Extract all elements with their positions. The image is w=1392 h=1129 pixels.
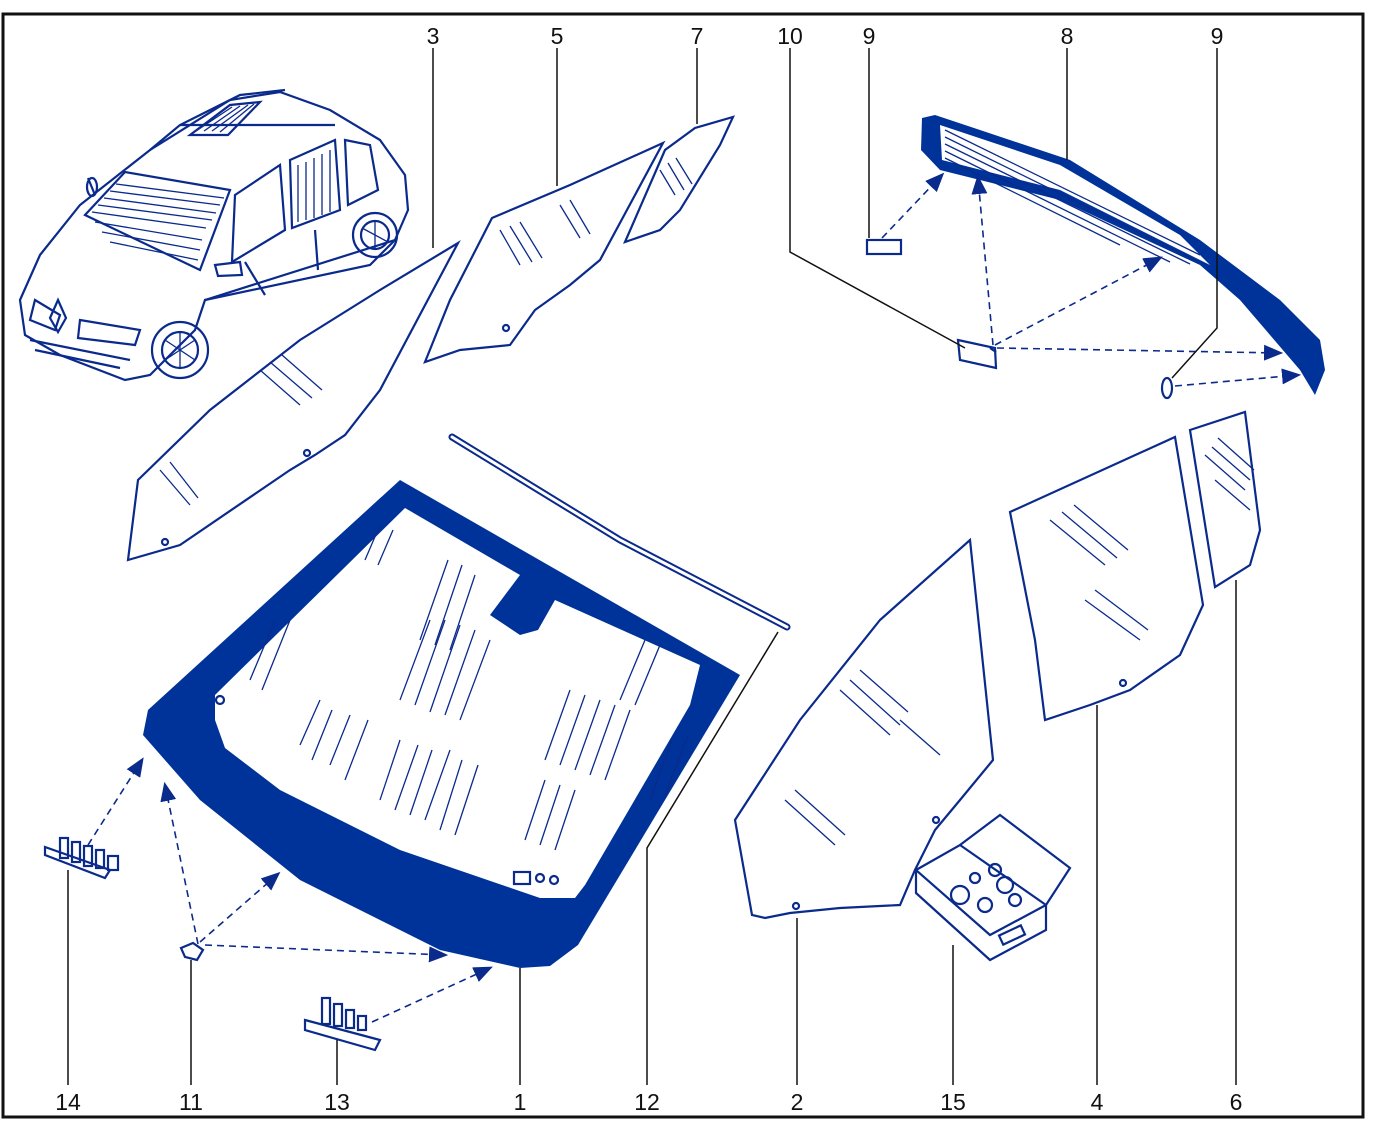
callout-9-left: 9	[863, 23, 876, 49]
callout-labels-top: 3 5 7 10 9 8 9	[427, 23, 1224, 49]
callout-2: 2	[791, 1089, 804, 1115]
callout-14: 14	[55, 1089, 81, 1115]
leader-lines	[67, 48, 1237, 1085]
callout-7: 7	[691, 23, 704, 49]
car-illustration	[18, 88, 410, 382]
part-8-rear-screen	[921, 115, 1325, 395]
part-1-windscreen	[143, 480, 740, 968]
callout-8: 8	[1061, 23, 1074, 49]
part-2-glass	[733, 537, 995, 920]
part-9-pad-right	[1160, 376, 1174, 400]
part-5-glass	[423, 140, 666, 364]
assembly-arrows	[87, 172, 1302, 1023]
callout-3: 3	[427, 23, 440, 49]
callout-15: 15	[940, 1089, 966, 1115]
part-10-block	[956, 338, 998, 370]
callout-13: 13	[324, 1089, 350, 1115]
callout-6: 6	[1230, 1089, 1243, 1115]
part-3-glass	[126, 240, 461, 562]
part-4-glass	[1008, 435, 1205, 722]
callout-9-right: 9	[1211, 23, 1224, 49]
callout-labels-bottom: 14 11 13 1 12 2 15 4 6	[55, 1089, 1242, 1115]
part-11-clip	[179, 941, 205, 962]
callout-5: 5	[551, 23, 564, 49]
part-6-glass	[1188, 410, 1262, 589]
callout-4: 4	[1091, 1089, 1104, 1115]
part-15-kit-box	[914, 813, 1072, 962]
callout-1: 1	[514, 1089, 527, 1115]
diagram-frame	[1, 12, 1365, 1119]
part-7-glass	[622, 115, 736, 244]
part-13-clip-rack	[303, 996, 382, 1052]
part-9-pad-top	[865, 238, 903, 256]
part-12-seal-strip	[448, 433, 791, 631]
callout-10: 10	[777, 23, 803, 49]
part-14-clip-rack	[43, 836, 120, 880]
callout-11: 11	[179, 1089, 203, 1115]
callout-12: 12	[634, 1089, 660, 1115]
